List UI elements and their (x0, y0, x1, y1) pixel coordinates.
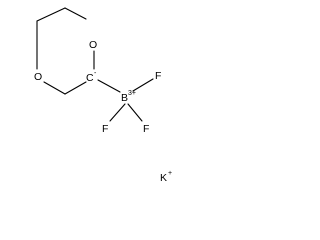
bond-c-top-left-to-c-top (36, 7, 66, 22)
atom-o-top: O (89, 39, 97, 51)
atom-label: B (121, 92, 128, 104)
atom-f-bottom-left: F (102, 123, 108, 135)
charge-label: 3+ (128, 90, 136, 97)
bond-c-anion-to-boron (97, 79, 121, 93)
atom-boron: B 3+ (121, 90, 136, 104)
atom-f-right: F (155, 70, 161, 82)
atom-f-bottom-right: F (143, 123, 149, 135)
bond-boron-to-f-bottom-left (109, 103, 126, 122)
ring-bonds (36, 7, 95, 95)
counterion-label: K (160, 172, 167, 184)
boron-bonds (97, 78, 154, 122)
bond-c-top-to-o-top (64, 7, 87, 20)
bond-boron-to-f-bottom-right (127, 103, 143, 122)
charge-label: - (94, 70, 97, 77)
atom-label: F (102, 123, 108, 135)
atom-label: F (155, 70, 161, 82)
atom-label: F (143, 123, 149, 135)
atom-label: O (34, 71, 42, 83)
counterion-potassium: K + (160, 170, 172, 184)
atom-label: O (89, 39, 97, 51)
bond-boron-to-f-right (132, 78, 154, 92)
atom-c-anion: C - (86, 70, 97, 84)
counterion-charge: + (168, 170, 172, 177)
bond-c-bottom-to-o-left (43, 81, 66, 95)
bond-c-anion-to-c-bottom (64, 81, 87, 95)
atom-o-left: O (34, 71, 42, 83)
structure-diagram: O O C - B 3+ F F F K + (34, 7, 172, 184)
atom-label: C (86, 72, 94, 84)
